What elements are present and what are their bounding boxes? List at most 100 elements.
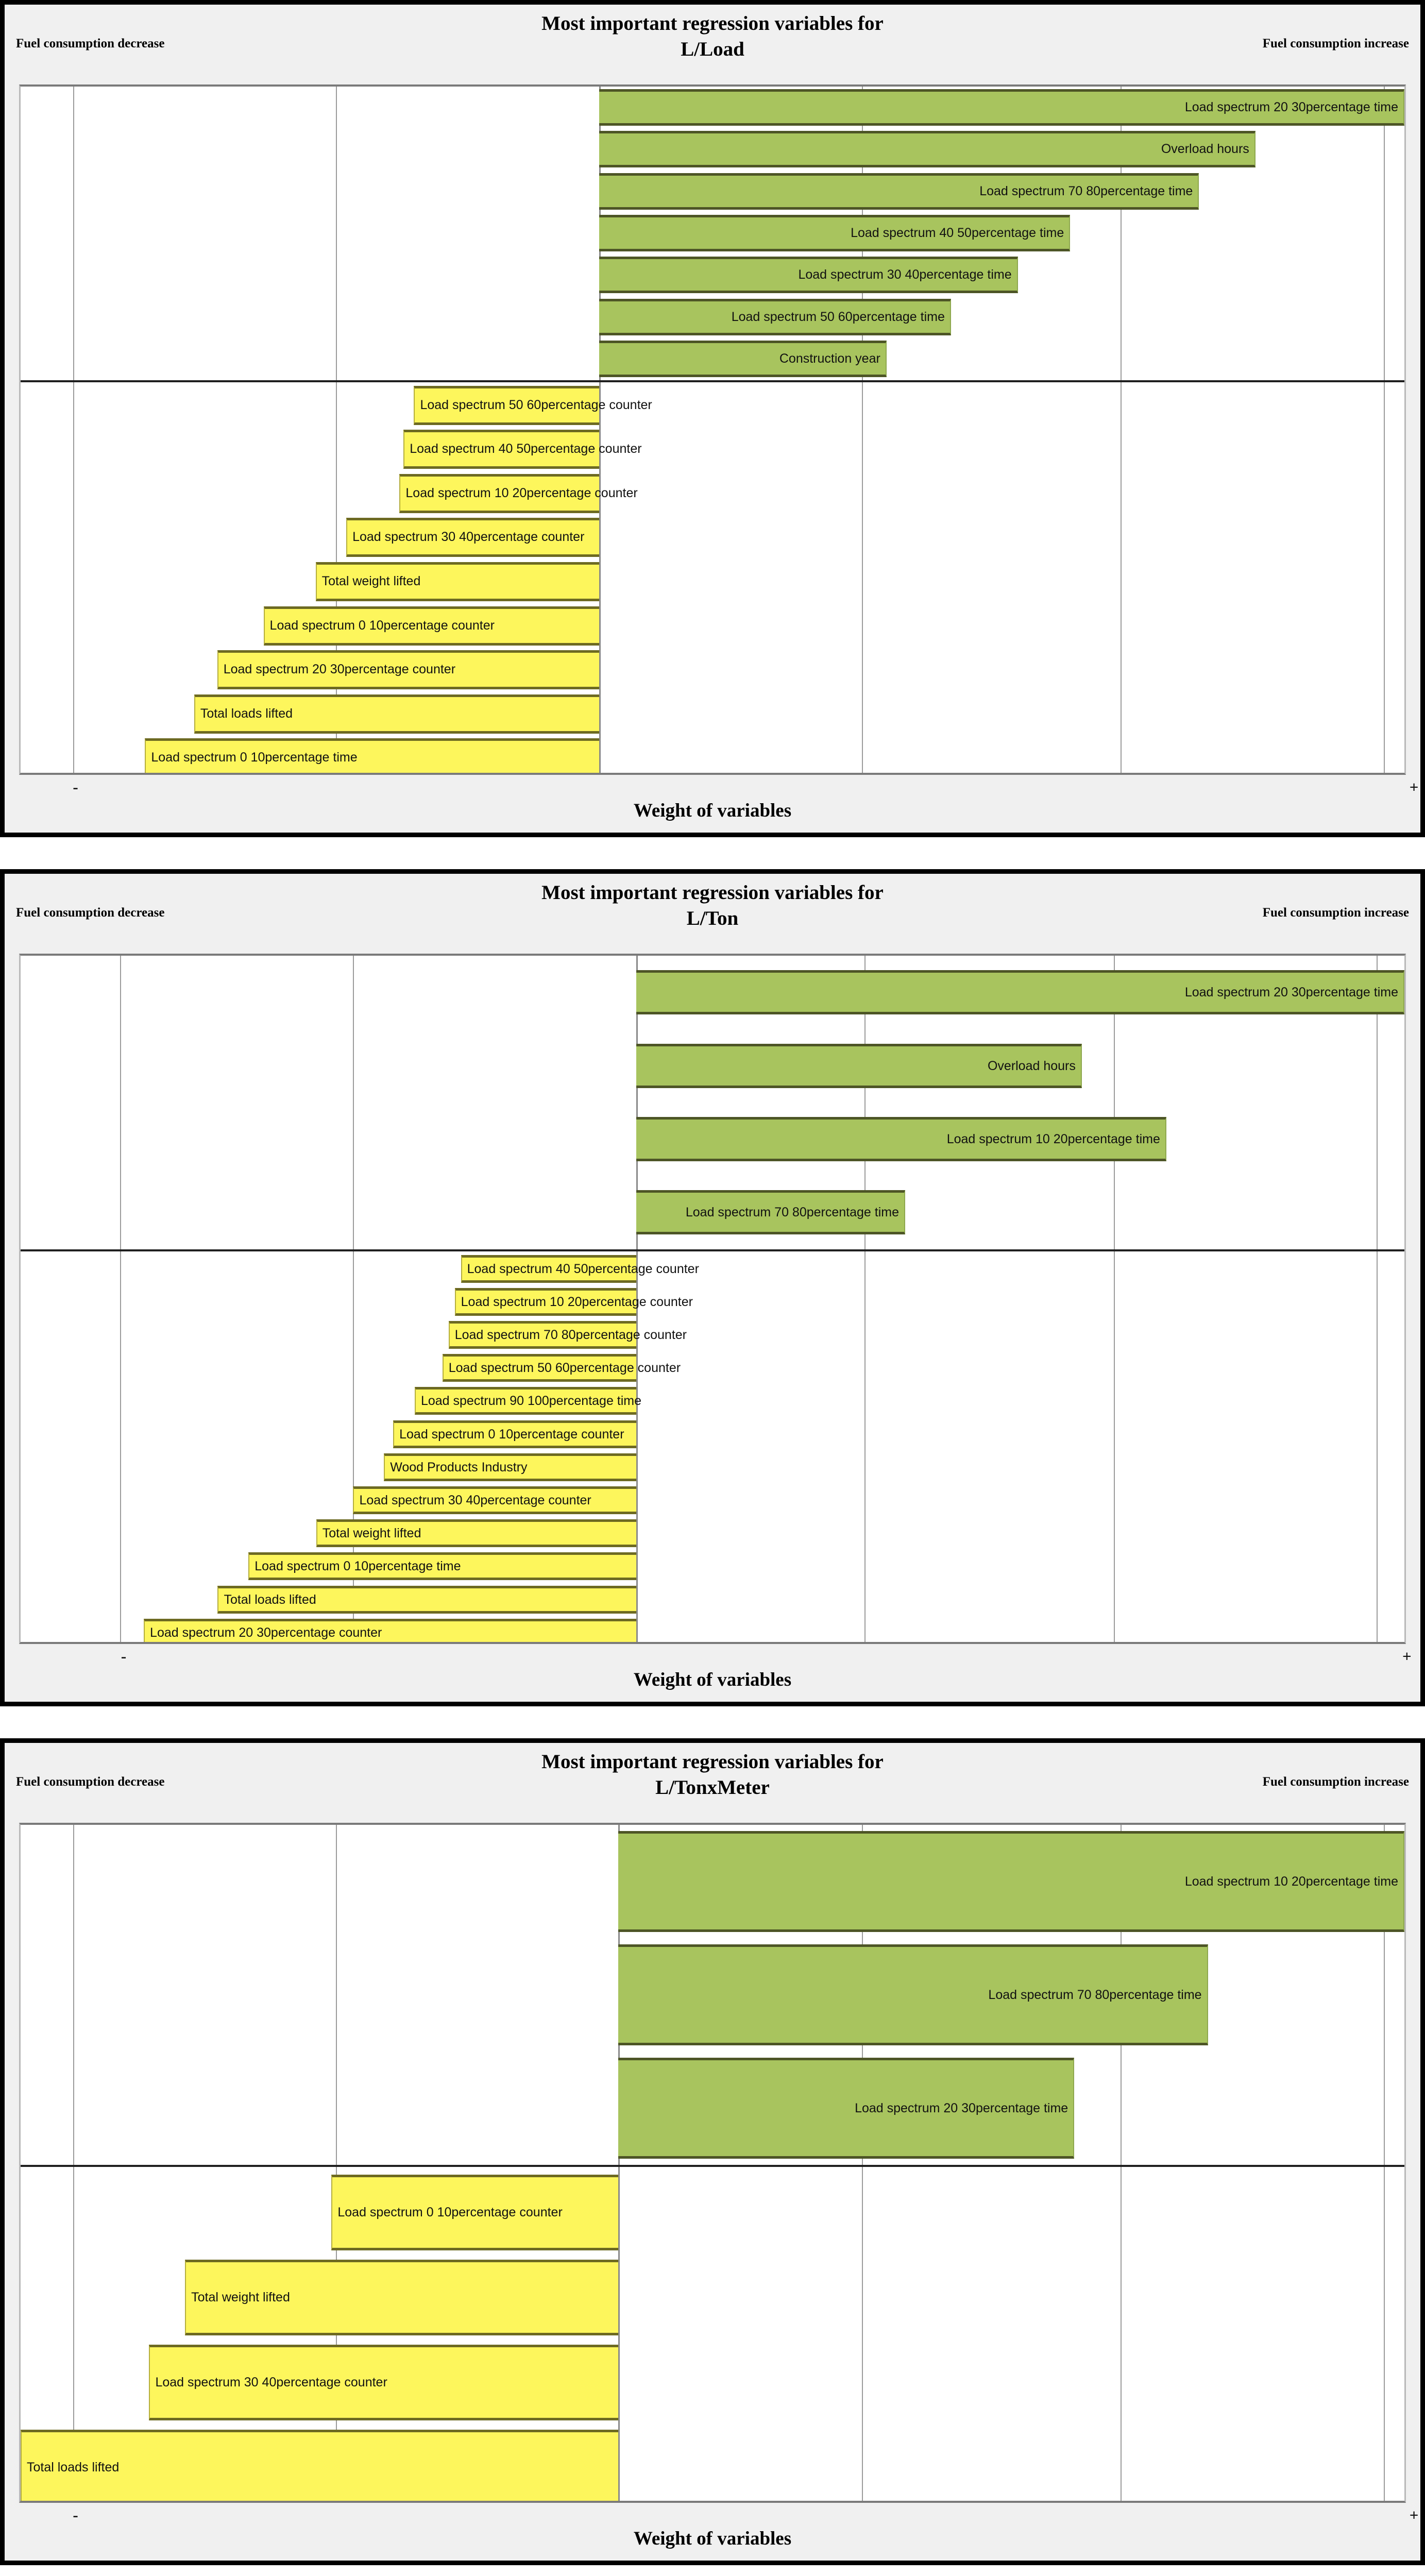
fuel-consumption-increase-label: Fuel consumption increase: [1262, 1775, 1409, 1789]
chart-footer: -+Weight of variables: [5, 1644, 1420, 1702]
bar-negative: Total loads lifted: [194, 694, 599, 734]
chart-footer: - + Weight of variables: [5, 2503, 1420, 2561]
bar-label: Load spectrum 0 10percentage counter: [337, 2205, 563, 2219]
gridline: [73, 1825, 75, 2501]
bar-negative: Load spectrum 10 20percentage counter: [399, 474, 638, 513]
bar-label: Load spectrum 10 20percentage time: [1184, 1874, 1398, 1889]
bar-negative: Load spectrum 50 60percentage counter: [414, 386, 652, 425]
chart-title: Most important regression variables for …: [541, 882, 884, 929]
bar-label: Total weight lifted: [322, 1526, 421, 1540]
bar-positive: Load spectrum 20 30percentage time: [618, 2058, 1075, 2159]
bar-negative: Load spectrum 10 20percentage counter: [454, 1288, 693, 1316]
bar-positive: Overload hours: [599, 131, 1256, 168]
bar-label: Load spectrum 40 50percentage time: [851, 226, 1064, 241]
bar-negative: Wood Products Industry: [384, 1453, 637, 1482]
gridline: [1383, 87, 1385, 773]
bar-negative: Total weight lifted: [185, 2260, 619, 2335]
bar-label: Load spectrum 30 40percentage counter: [359, 1493, 591, 1507]
chart-card-2: Most important regression variables for …: [0, 869, 1425, 1706]
gridline: [336, 1825, 337, 2501]
gridline: [864, 956, 866, 1642]
bar-label: Load spectrum 0 10percentage time: [255, 1558, 461, 1573]
bar-label: Construction year: [779, 351, 880, 366]
gridline: [1383, 1825, 1385, 2501]
x-axis-label: Weight of variables: [633, 2528, 792, 2549]
bar-label: Load spectrum 20 30percentage counter: [223, 662, 456, 677]
axis-min-symbol: -: [73, 778, 78, 796]
bar-positive: Load spectrum 10 20percentage time: [618, 1831, 1404, 1932]
bar-negative: Total loads lifted: [21, 2430, 619, 2501]
bar-label: Total weight lifted: [191, 2290, 290, 2304]
bar-negative: Load spectrum 70 80percentage counter: [448, 1321, 687, 1349]
bar-negative: Load spectrum 40 50percentage counter: [403, 430, 642, 469]
group-separator: [21, 380, 1404, 382]
bar-negative: Load spectrum 40 50percentage counter: [461, 1255, 699, 1283]
bar-label: Load spectrum 50 60percentage time: [731, 310, 945, 325]
chart-card-1: Most important regression variables for …: [0, 0, 1425, 837]
bar-positive: Load spectrum 20 30percentage time: [636, 970, 1404, 1014]
bar-label: Load spectrum 90 100percentage time: [420, 1393, 642, 1408]
chart-title: Most important regression variables for …: [541, 1751, 884, 1799]
bar-label: Load spectrum 70 80percentage time: [685, 1205, 900, 1219]
bar-positive: Load spectrum 20 30percentage time: [599, 89, 1404, 126]
bar-label: Load spectrum 0 10percentage time: [151, 750, 358, 765]
bar-label: Load spectrum 20 30percentage time: [855, 2100, 1068, 2115]
axis-min-symbol: -: [121, 1647, 127, 1665]
bar-positive: Load spectrum 40 50percentage time: [599, 215, 1071, 252]
zero-axis-line: [599, 87, 601, 773]
bar-negative: Load spectrum 30 40percentage counter: [353, 1486, 637, 1515]
bar-negative: Total weight lifted: [316, 1519, 637, 1548]
bar-label: Load spectrum 10 20percentage counter: [405, 486, 638, 501]
bar-negative: Total loads lifted: [217, 1586, 637, 1614]
group-separator: [21, 2165, 1404, 2167]
bar-label: Load spectrum 0 10percentage counter: [269, 618, 495, 633]
bar-label: Load spectrum 70 80percentage time: [988, 1987, 1202, 2002]
bar-positive: Load spectrum 10 20percentage time: [636, 1117, 1166, 1161]
bar-positive: Load spectrum 70 80percentage time: [599, 173, 1199, 210]
bar-label: Total loads lifted: [200, 706, 293, 721]
bar-label: Load spectrum 40 50percentage counter: [410, 442, 642, 456]
bar-positive: Construction year: [599, 341, 887, 378]
zero-axis-line: [636, 956, 638, 1642]
gridline: [1377, 956, 1378, 1642]
x-axis-label: Weight of variables: [633, 1669, 792, 1690]
gridline: [1121, 87, 1122, 773]
axis-max-symbol: +: [1409, 778, 1419, 796]
gridline: [120, 956, 122, 1642]
bar-label: Load spectrum 40 50percentage counter: [467, 1261, 699, 1276]
bar-label: Load spectrum 30 40percentage counter: [352, 530, 585, 545]
bar-negative: Load spectrum 20 30percentage counter: [217, 650, 599, 689]
bar-label: Load spectrum 50 60percentage counter: [448, 1360, 681, 1375]
fuel-consumption-decrease-label: Fuel consumption decrease: [16, 1775, 165, 1789]
bar-label: Total weight lifted: [321, 574, 421, 589]
bar-label: Load spectrum 70 80percentage counter: [454, 1327, 687, 1342]
bar-label: Load spectrum 10 20percentage counter: [461, 1294, 693, 1309]
bar-negative: Load spectrum 0 10percentage time: [145, 738, 599, 773]
bar-label: Total loads lifted: [27, 2460, 120, 2475]
zero-axis-line: [618, 1825, 620, 2501]
bar-label: Overload hours: [1161, 142, 1249, 157]
bar-positive: Load spectrum 70 80percentage time: [636, 1190, 906, 1234]
gridline: [73, 87, 75, 773]
chart-card-3: Most important regression variables for …: [0, 1738, 1425, 2565]
chart-header: Most important regression variables for …: [5, 874, 1420, 954]
fuel-consumption-decrease-label: Fuel consumption decrease: [16, 37, 165, 50]
bar-positive: Load spectrum 30 40percentage time: [599, 257, 1018, 294]
chart-header: Most important regression variables for …: [5, 1743, 1420, 1823]
bar-label: Load spectrum 30 40percentage counter: [155, 2375, 387, 2389]
bar-label: Total loads lifted: [224, 1592, 316, 1607]
bar-label: Load spectrum 20 30percentage time: [1184, 100, 1398, 115]
bar-label: Wood Products Industry: [390, 1460, 528, 1475]
fuel-consumption-increase-label: Fuel consumption increase: [1262, 906, 1409, 920]
gridline: [1121, 1825, 1122, 2501]
axis-max-symbol: +: [1409, 2506, 1419, 2524]
gridline: [1113, 956, 1115, 1642]
bar-negative: Load spectrum 30 40percentage counter: [346, 518, 599, 557]
bar-label: Load spectrum 20 30percentage time: [1184, 985, 1398, 999]
bar-label: Load spectrum 0 10percentage counter: [399, 1427, 624, 1442]
bar-label: Load spectrum 50 60percentage counter: [420, 398, 652, 413]
chart-footer: -+Weight of variables: [5, 775, 1420, 833]
axis-min-symbol: -: [73, 2506, 78, 2524]
